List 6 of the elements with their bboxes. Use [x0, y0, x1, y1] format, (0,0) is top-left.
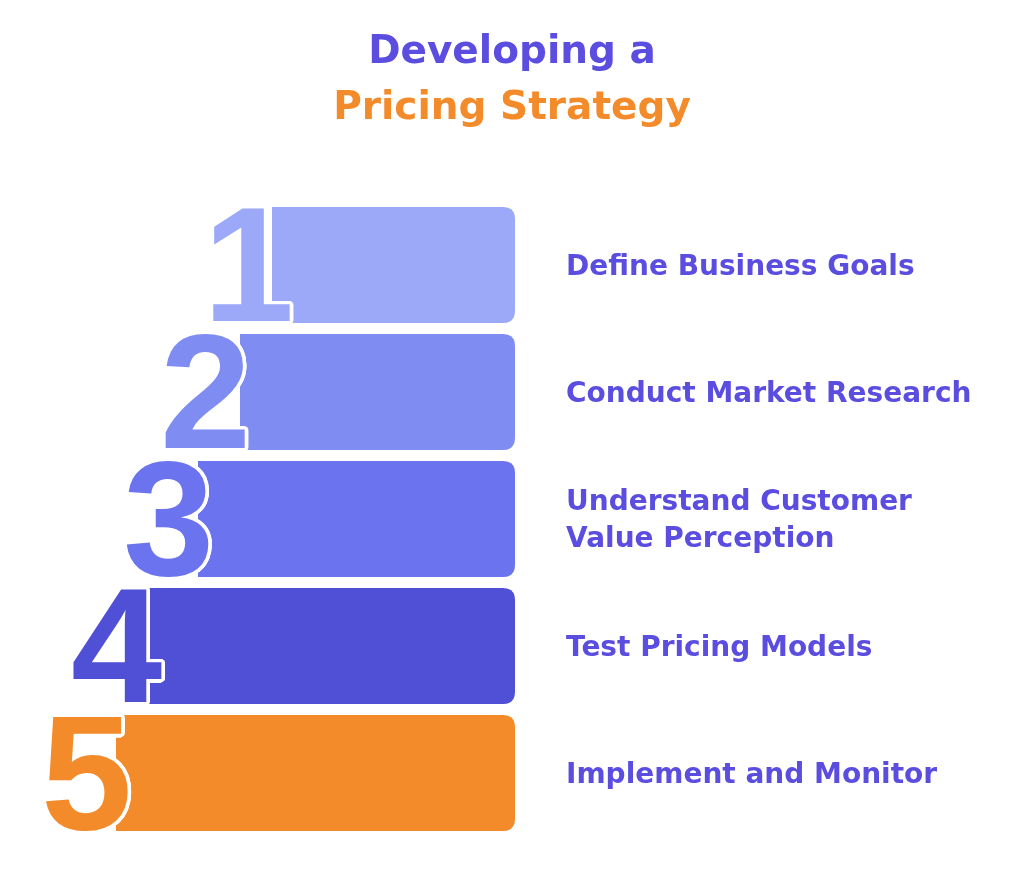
step-label: Understand Customer Value Perception [566, 483, 913, 556]
step-label: Define Business Goals [566, 247, 915, 284]
step-label: Conduct Market Research [566, 374, 972, 411]
step-label: Implement and Monitor [566, 755, 938, 792]
title: Developing a Pricing Strategy [333, 26, 691, 130]
step-label: Test Pricing Models [566, 628, 873, 665]
